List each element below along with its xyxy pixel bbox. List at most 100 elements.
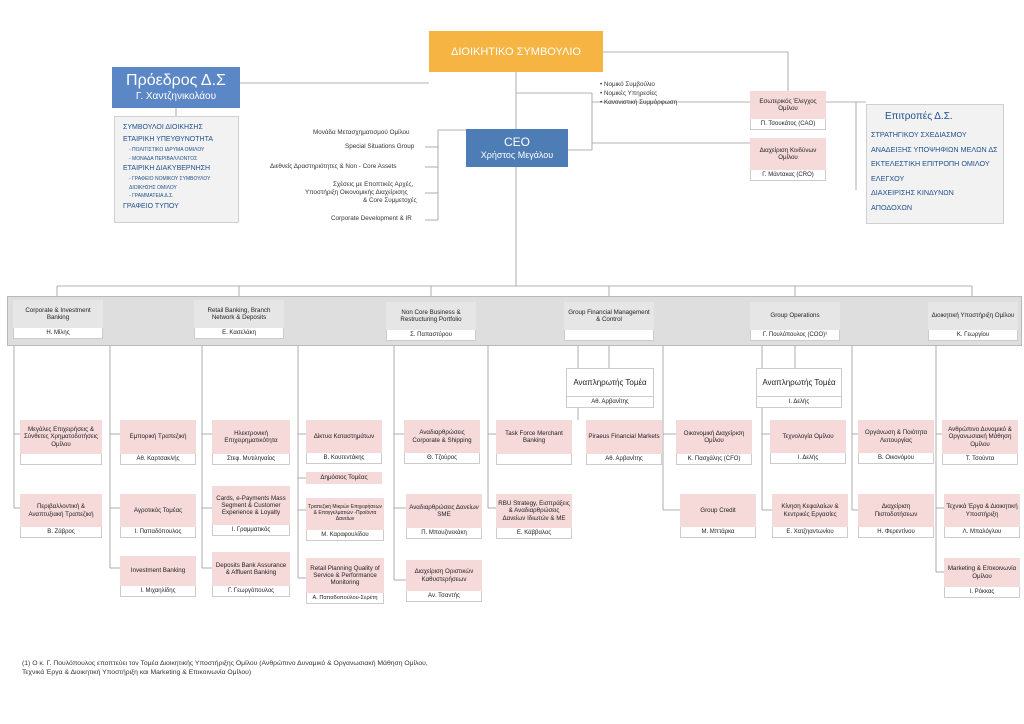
- legal-services-item: • Νομικές Υπηρεσίες: [600, 90, 658, 97]
- division-head: [564, 330, 654, 341]
- unit-sme-restructuring: Αναδιαρθρώσεις Δανείων SME Π. Μπουζινεκά…: [406, 494, 482, 539]
- unit-head: Ι. Ρόκκας: [944, 587, 1020, 598]
- unit-title: Τεχνολογία Ομίλου: [770, 420, 846, 453]
- unit-head: Στεφ. Μυτιληναίος: [212, 454, 290, 465]
- unit-head: Β. Κουτεντάκης: [306, 453, 382, 464]
- corporate-development-label: Corporate Development & IR: [331, 215, 412, 222]
- unit-technical-works: Τεχνικά Έργα & Διοικητική Υποστήριξη Λ. …: [944, 494, 1020, 538]
- compliance-item: • Κανονιστική Συμμόρφωση: [600, 99, 678, 106]
- divisions-band: [7, 296, 1022, 346]
- unit-small-business-banking: Τραπεζική Μικρών Επιχειρήσεων & Επαγγελμ…: [306, 498, 384, 541]
- unit-head: Θ. Τζούρος: [404, 453, 480, 464]
- internal-audit-title: Εσωτερικός Έλεγχος Ομίλου: [750, 91, 826, 119]
- internal-audit-box: Εσωτερικός Έλεγχος Ομίλου Π. Τσουκάτος (…: [750, 91, 826, 130]
- unit-final-delinquencies: Διαχείριση Οριστικών Καθυστερήσεων Αν. Τ…: [406, 560, 482, 602]
- unit-rbu-strategy: RBU Strategy, Εισπράξεις & Αναδιαρθρώσει…: [496, 494, 572, 539]
- transformation-unit-label: Μονάδα Μετασχηματισμού Ομίλου: [313, 129, 410, 136]
- deputy-title: Αναπληρωτής Τομέα: [566, 368, 654, 397]
- international-activities-label: Διεθνείς Δραστηριότητες & Non - Core Ass…: [270, 163, 397, 170]
- unit-head: Κ. Πασχάλης (CFO): [676, 454, 752, 465]
- board-of-directors-box: ΔΙΟΙΚΗΤΙΚΟ ΣΥΜΒΟΥΛΙΟ: [429, 31, 603, 72]
- unit-head: Αθ. Καρτσακλής: [120, 454, 196, 465]
- unit-title: Τραπεζική Μικρών Επιχειρήσεων & Επαγγελμ…: [306, 498, 384, 530]
- chairman-units-list: ΣΥΜΒΟΥΛΟΙ ΔΙΟΙΚΗΣΗΣ ΕΤΑΙΡΙΚΗ ΥΠΕΥΘΥΝΟΤΗΤΑ…: [123, 122, 238, 213]
- division-corporate-investment-banking: Corporate & Investment Banking Η. Μίλης: [13, 300, 103, 339]
- division-title: Group Financial Management & Control: [564, 302, 654, 330]
- unit-head: Β. Οικονόμου: [858, 453, 934, 464]
- chairman-unit-item: ΣΥΜΒΟΥΛΟΙ ΔΙΟΙΚΗΣΗΣ: [123, 124, 203, 131]
- unit-title: Ηλεκτρονική Επιχειρηματικότητα: [212, 420, 290, 454]
- unit-marketing-communication: Marketing & Επικοινωνία Ομίλου Ι. Ρόκκας: [944, 558, 1020, 598]
- unit-organization-quality: Οργάνωση & Ποιότητα Λειτουργίας Β. Οικον…: [858, 420, 934, 464]
- chairman-unit-item: - ΠΟΛΙΤΙΣΤΙΚΟ ΙΔΡΥΜΑ ΟΜΙΛΟΥ: [129, 147, 205, 153]
- committee-item: ΣΤΡΑΤΗΓΙΚΟΥ ΣΧΕΔΙΑΣΜΟΥ: [871, 130, 967, 139]
- unit-title: Piraeus Financial Markets: [586, 420, 662, 454]
- unit-agricultural-sector: Αγροτικός Τομέας Ι. Παπαδόπουλος: [120, 494, 196, 538]
- unit-human-resources: Ανθρώπινο Δυναμικό & Οργανωσιακή Μάθηση …: [942, 420, 1018, 465]
- deputy-person: Αθ. Αρβανίτης: [566, 397, 654, 408]
- unit-title: Οργάνωση & Ποιότητα Λειτουργίας: [858, 420, 934, 453]
- unit-title: Μεγάλες Επιχειρήσεις & Σύνθετες Χρηματοδ…: [20, 420, 102, 454]
- unit-investment-banking: Investment Banking Ι. Μιχαηλίδης: [120, 556, 196, 597]
- division-title: Group Operations: [750, 302, 840, 330]
- unit-deposits-bancassurance: Deposits Bank Assurance & Affluent Banki…: [212, 552, 290, 597]
- committee-item: ΕΚΤΕΛΕΣΤΙΚΗ ΕΠΙΤΡΟΠΗ ΟΜΙΛΟΥ: [871, 159, 990, 168]
- division-title: Non Core Business & Restructuring Portfo…: [386, 302, 476, 330]
- unit-commercial-banking: Εμπορική Τραπεζική Αθ. Καρτσακλής: [120, 420, 196, 465]
- unit-title: Εμπορική Τραπεζική: [120, 420, 196, 454]
- unit-title: Οικονομική Διαχείριση Ομίλου: [676, 420, 752, 454]
- unit-large-corporates: Μεγάλες Επιχειρήσεις & Σύνθετες Χρηματοδ…: [20, 420, 102, 465]
- unit-piraeus-financial-markets: Piraeus Financial Markets Αθ. Αρβανίτης: [586, 420, 662, 465]
- committee-item: ΑΝΑΔΕΙΞΗΣ ΥΠΟΨΗΦΙΩΝ ΜΕΛΩΝ ΔΣ: [871, 144, 998, 154]
- unit-title: RBU Strategy, Εισπράξεις & Αναδιαρθρώσει…: [496, 494, 572, 528]
- unit-head: Ε. Χατζηαντωνίου: [772, 527, 848, 538]
- chairman-title: Πρόεδρος Δ.Σ: [126, 72, 226, 89]
- unit-head: [496, 454, 572, 465]
- committee-item: ΑΠΟΔΟΧΩΝ: [871, 202, 913, 212]
- unit-title: Retail Planning Quality of Service & Per…: [306, 558, 384, 593]
- division-title: Διοικητική Υποστήριξη Ομίλου: [928, 302, 1018, 330]
- unit-title: Αναδιαρθρώσεις Corporate & Shipping: [404, 420, 480, 453]
- internal-audit-person: Π. Τσουκάτος (CAO): [750, 119, 826, 130]
- chairman-unit-item: - ΜΟΝΑΔΑ ΠΕΡΙΒΑΛΛΟΝΤΟΣ: [129, 155, 198, 162]
- unit-title: Marketing & Επικοινωνία Ομίλου: [944, 558, 1020, 587]
- unit-head: Αθ. Αρβανίτης: [586, 454, 662, 465]
- division-retail-banking: Retail Banking, Branch Network & Deposit…: [194, 300, 284, 339]
- unit-title: Διαχείριση Οριστικών Καθυστερήσεων: [406, 560, 482, 591]
- unit-group-technology: Τεχνολογία Ομίλου Ι. Δελής: [770, 420, 846, 464]
- chairman-unit-item: - ΓΡΑΦΕΙΟ ΝΟΜΙΚΟΥ ΣΥΜΒΟΥΛΟΥ: [129, 176, 211, 182]
- committees-title: Επιτροπές Δ.Σ.: [885, 111, 953, 122]
- supervisory-relations-label: Σχέσεις με Εποπτικές Αρχές,: [333, 181, 414, 188]
- unit-title: Τεχνικά Έργα & Διοικητική Υποστήριξη: [944, 494, 1020, 527]
- unit-treasury-operations: Κίνηση Κεφαλαίων & Κεντρικές Εργασίες Ε.…: [772, 494, 848, 538]
- division-group-operations: Group Operations Γ. Πουλόπουλος (COO)¹: [750, 302, 840, 341]
- unit-head: Ι. Δελής: [770, 453, 846, 464]
- chairman-unit-item: ΔΙΟΙΚΗΣΗΣ ΟΜΙΛΟΥ: [129, 184, 177, 191]
- ceo-name: Χρήστος Μεγάλου: [480, 150, 554, 160]
- unit-environmental-banking: Περιβαλλοντική & Αναπτυξιακή Τραπεζική Β…: [20, 494, 102, 538]
- unit-title: Group Credit: [680, 494, 756, 527]
- unit-title: Δημόσιος Τομέας: [306, 472, 382, 484]
- deputy-financial-box: Αναπληρωτής Τομέα Αθ. Αρβανίτης: [566, 368, 654, 408]
- unit-title: Δίκτυα Καταστημάτων: [306, 420, 382, 453]
- unit-title: Περιβαλλοντική & Αναπτυξιακή Τραπεζική: [20, 494, 102, 527]
- unit-head: [20, 454, 102, 465]
- unit-cards-payments: Cards, e-Payments Mass Segment & Custome…: [212, 486, 290, 536]
- core-holdings-label: & Core Συμμετοχές: [363, 197, 417, 204]
- unit-head: Λ. Μπαλόγλου: [944, 527, 1020, 538]
- unit-merchant-banking-taskforce: Task Force Merchant Banking: [496, 420, 572, 465]
- unit-head: Β. Ζάβρος: [20, 527, 102, 538]
- division-head: Ε. Κασελάκη: [194, 328, 284, 339]
- unit-head: Η. Φερεντίνου: [858, 527, 934, 538]
- unit-head: Ι. Γραμματικός: [212, 525, 290, 536]
- unit-head: Ε. Κάββαλος: [496, 528, 572, 539]
- unit-title: Investment Banking: [120, 556, 196, 586]
- chairman-unit-item: ΕΤΑΙΡΙΚΗ ΔΙΑΚΥΒΕΡΝΗΣΗ: [123, 165, 211, 172]
- unit-group-financial-management: Οικονομική Διαχείριση Ομίλου Κ. Πασχάλης…: [676, 420, 752, 465]
- risk-management-title: Διαχείριση Κινδύνων Ομίλου: [750, 138, 826, 170]
- chairman-box: Πρόεδρος Δ.Σ Γ. Χαντζηνικολάου: [112, 67, 240, 108]
- chairman-unit-item: ΕΤΑΙΡΙΚΗ ΥΠΕΥΘΥΝΟΤΗΤΑ: [123, 136, 214, 143]
- unit-title: Διαχείριση Πιστοδοτήσεων: [858, 494, 934, 527]
- division-group-financial-management: Group Financial Management & Control: [564, 302, 654, 341]
- unit-public-sector: Δημόσιος Τομέας: [306, 472, 382, 484]
